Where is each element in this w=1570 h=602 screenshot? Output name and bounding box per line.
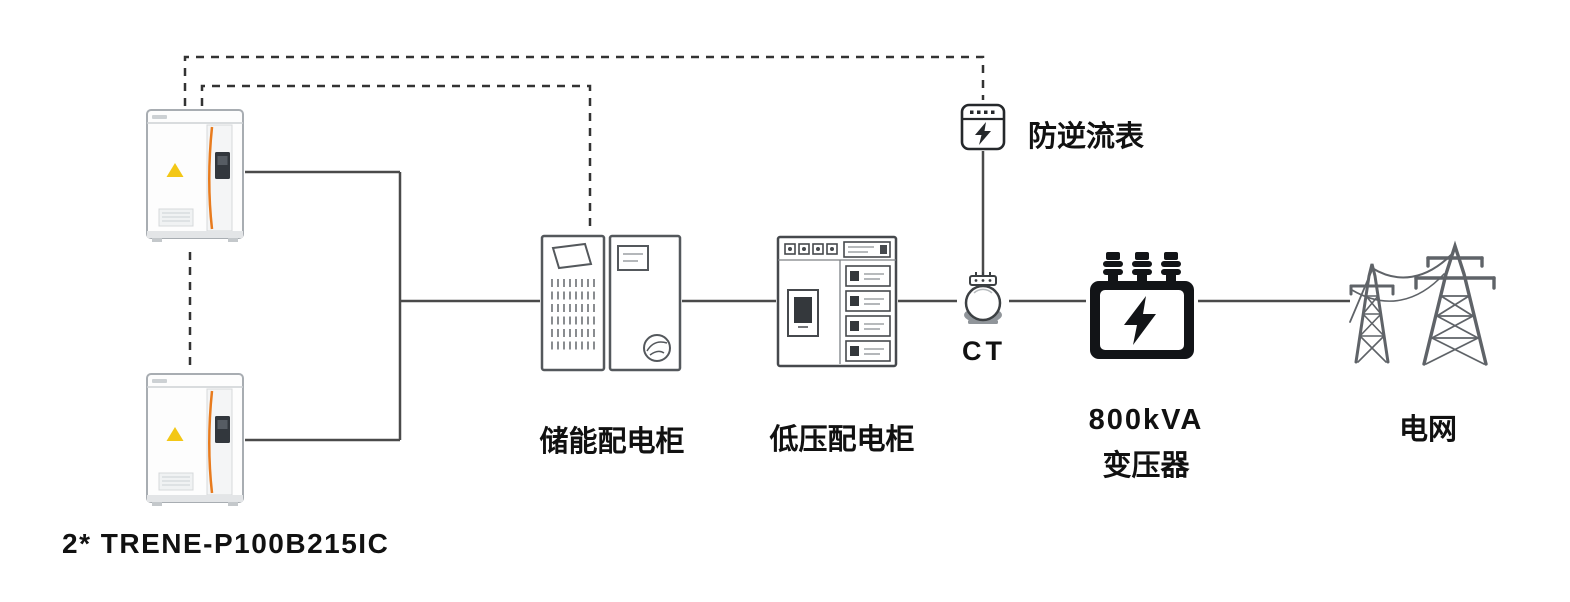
- lv-cabinet-icon: [776, 235, 898, 368]
- battery-cabinet-1: [145, 106, 245, 246]
- power-grid: [1348, 226, 1496, 368]
- grid-label: 电网: [1398, 414, 1457, 446]
- battery-units-label: 2* TRENE-P100B215IC: [62, 528, 390, 559]
- meter-icon: [960, 103, 1006, 151]
- solid-bus-lines: [245, 151, 1350, 442]
- storage-distribution-cabinet: [540, 233, 682, 373]
- storage-cabinet-label: 储能配电柜: [539, 426, 685, 458]
- transformer-name-label: 变压器: [1102, 450, 1190, 482]
- ct-icon: [964, 272, 1002, 324]
- lightning-bolt-icon: [975, 122, 991, 145]
- transformer-capacity-label: 800kVA: [1088, 404, 1204, 436]
- battery-cabinet-2: [145, 370, 245, 510]
- transformer-800kva: [1086, 250, 1198, 362]
- ct-label: CT: [962, 336, 1006, 366]
- transmission-towers-icon: [1349, 240, 1496, 366]
- anti-backflow-meter: [960, 103, 1006, 151]
- battery-cabinet-icon: [146, 373, 244, 506]
- comm-dashed-lines: [183, 55, 985, 231]
- storage-cabinet-icon: [540, 234, 682, 372]
- lightning-bolt-icon: [1124, 296, 1156, 345]
- meter-label: 防逆流表: [1028, 121, 1145, 153]
- lv-cabinet-label: 低压配电柜: [769, 424, 915, 456]
- current-transformer: [960, 272, 1006, 328]
- lv-distribution-cabinet: [776, 235, 898, 368]
- battery-cabinet-icon: [146, 109, 244, 242]
- transformer-icon: [1090, 252, 1194, 359]
